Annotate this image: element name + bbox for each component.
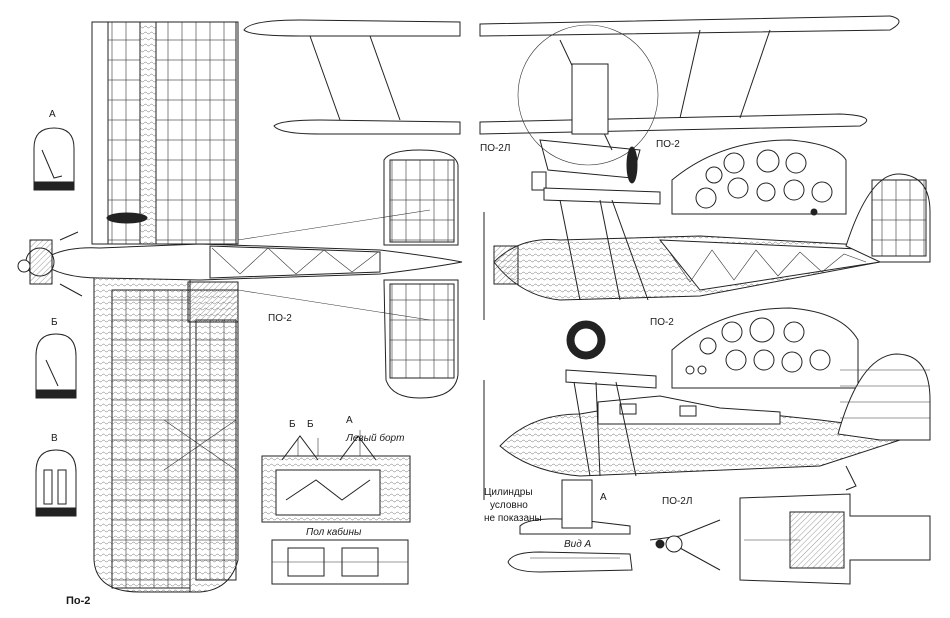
section-cut-a: А <box>346 415 353 426</box>
cylinders-note-line3: не показаны <box>484 513 542 524</box>
instrument-panel-po2 <box>671 139 847 216</box>
section-view-a <box>33 127 75 191</box>
sheet-title: По-2 <box>66 595 91 607</box>
side-po2l-label: ПО-2Л <box>662 496 693 507</box>
engine-mount-plan <box>649 493 931 585</box>
strut-a-label: А <box>600 492 607 503</box>
instrument-panel-po2l <box>671 307 859 389</box>
section-cut-b-right: Б <box>307 419 314 430</box>
plan-tailplane <box>237 149 459 399</box>
view-a-ski <box>507 551 633 573</box>
side-view-po2l <box>483 353 931 535</box>
cabin-floor-plan <box>271 539 409 585</box>
section-view-v <box>35 449 77 517</box>
cabin-floor-label: Пол кабины <box>306 527 362 538</box>
side-po2-label: ПО-2 <box>650 317 674 328</box>
section-cut-b-left: Б <box>289 419 296 430</box>
plan-upper-wing <box>91 21 239 245</box>
section-view-b <box>35 333 77 399</box>
plan-engine-propeller <box>17 231 83 297</box>
cylinders-note-line2: условно <box>490 500 528 511</box>
view-a-caption: Вид А <box>564 539 592 550</box>
cockpit-left-side-section <box>261 430 411 523</box>
front-po2-label: ПО-2 <box>656 139 680 150</box>
cylinders-note-line1: Цилиндры <box>484 487 533 498</box>
section-v-label: В <box>51 433 58 444</box>
plan-lower-wing <box>93 269 239 593</box>
front-view <box>243 15 900 191</box>
plan-view-po2 <box>17 21 463 593</box>
section-a-label: А <box>49 109 56 120</box>
plan-fuselage <box>39 212 463 323</box>
plan-po2-label: ПО-2 <box>268 313 292 324</box>
front-po2l-label: ПО-2Л <box>480 143 511 154</box>
side-view-po2 <box>483 173 931 360</box>
left-side-label: Левый борт <box>346 433 405 444</box>
section-b-label: Б <box>51 317 58 328</box>
